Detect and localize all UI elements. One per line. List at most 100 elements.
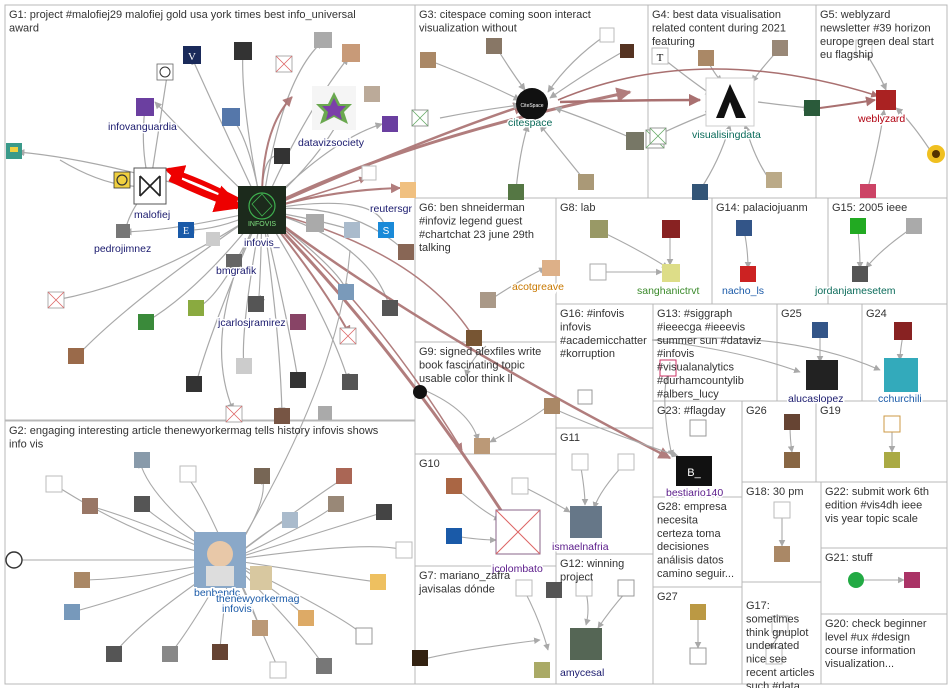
node-citespace[interactable]: CiteSpace: [411, 27, 665, 200]
group-title-g15-line-0: G15: 2005 ieee: [832, 202, 907, 214]
edge: [895, 107, 931, 151]
edge: [194, 209, 263, 385]
node-label-infovanguardia: infovanguardia: [108, 121, 177, 133]
node-label-amycesal: amycesal: [560, 667, 604, 679]
node-label-alucaslopez: alucaslopez: [788, 393, 843, 405]
edge: [549, 49, 627, 99]
svg-text:CiteSpace: CiteSpace: [520, 103, 543, 109]
group-title-g16-line-2: #academicchatter: [560, 335, 647, 347]
group-title-g13-line-3: #infovis: [657, 348, 695, 360]
group-title-layer: G1: project #malofiej29 malofiej gold us…: [9, 9, 934, 688]
edge: [164, 165, 240, 203]
group-title-g19-line-0: G19: [820, 405, 841, 417]
group-title-g22-line-0: G22: submit work 6th: [825, 486, 929, 498]
group-title-g20-line-2: course information: [825, 645, 916, 657]
group-title-g9-line-1: book fascinating topic: [419, 359, 525, 371]
group-title-g16-line-0: G16: #infovis: [560, 308, 625, 320]
node-infovis-hub[interactable]: INFOVIS: [238, 186, 286, 234]
group-title-g13-line-4: #visualanalytics: [657, 362, 735, 374]
group-title-g22-line-2: vis year topic scale: [825, 513, 918, 525]
node-label-bestiario140: bestiario140: [666, 487, 723, 499]
group-box-g7: [414, 565, 557, 685]
group-title-g5-line-2: europe green deal start: [820, 36, 934, 48]
edge: [865, 227, 913, 269]
group-title-g7-line-0: G7: mariano_zafra: [419, 570, 511, 582]
group-frames: [4, 4, 948, 685]
group-title-g28-line-1: necesita: [657, 514, 699, 526]
group-title-g28-line-3: decisiones: [657, 541, 709, 553]
node-lower-right[interactable]: B_: [676, 414, 920, 665]
group-title-g12-line-0: G12: winning: [560, 558, 624, 570]
node-label-benbendc: benbendc: [194, 587, 240, 599]
node-label-layer: infovanguardia malofiej pedrojimnez data…: [93, 112, 924, 681]
group-title-g13-line-5: #durhamcountylib: [657, 375, 744, 387]
group-title-g9-line-2: usable color think ll: [419, 373, 513, 385]
group-title-g4-line-1: related content during 2021: [652, 22, 786, 34]
group-title-g3-line-0: G3: citespace coming soon interact: [419, 9, 591, 21]
edge: [261, 202, 389, 231]
group-title-g3-line-1: visualization without: [419, 22, 517, 34]
node-mid-lower[interactable]: [412, 330, 635, 678]
edge: [220, 209, 263, 411]
group-title-g17-line-2: think gnuplot: [746, 627, 808, 639]
edge: [261, 209, 392, 309]
group-title-g6-line-1: #infoviz legend guest: [419, 215, 522, 227]
edge: [55, 209, 263, 303]
edge: [261, 102, 527, 212]
edge: [757, 101, 811, 111]
node-icon-misc-g1[interactable]: V E: [6, 32, 416, 424]
node-label-jordanjamesetem: jordanjamesetem: [814, 285, 896, 297]
node-benbendc[interactable]: [194, 532, 246, 588]
node-mid-right[interactable]: [577, 322, 918, 405]
node-icon-misc-g2[interactable]: [5, 452, 413, 679]
group-title-g1-line-0: G1: project #malofiej29 malofiej gold us…: [9, 9, 356, 21]
edge: [554, 106, 637, 141]
group-title-g17-line-4: nice see: [746, 654, 787, 666]
edge: [229, 545, 405, 561]
group-title-g22-line-1: edition #vis4dh ieee: [825, 499, 922, 511]
group-title-g26-line-0: G26: [746, 405, 767, 417]
group-title-g27-line-0: G27: [657, 591, 678, 603]
svg-text:E: E: [183, 226, 189, 237]
svg-text:T: T: [657, 52, 664, 64]
node-label-visualisingdata: visualisingdata: [692, 129, 761, 141]
node-label-jcolombato: jcolombato: [491, 563, 543, 575]
edge: [489, 405, 549, 443]
edge: [651, 339, 801, 374]
edge: [521, 485, 571, 513]
edge: [261, 209, 475, 339]
node-label-reutersgr: reutersgr: [370, 203, 413, 215]
node-label-nacho-ls: nacho_ls: [722, 285, 764, 297]
node-thenewyorkermag[interactable]: [250, 566, 272, 590]
edge: [261, 209, 286, 415]
group-title-g2-line-0: G2: engaging interesting article thenewy…: [9, 425, 379, 437]
edge: [419, 637, 541, 661]
node-mid-upper[interactable]: [480, 218, 922, 308]
group-box-g20: [820, 613, 948, 685]
edge: [547, 34, 607, 93]
node-label-infovis-underscore: infovis_: [244, 237, 280, 249]
node-label-thenewyorkermag: thenewyorkermag: [216, 593, 300, 605]
svg-text:S: S: [383, 226, 390, 237]
node-label-pedrojimnez: pedrojimnez: [94, 243, 151, 255]
group-title-g13-line-2: summer sun #dataviz: [657, 335, 762, 347]
node-datavizsociety[interactable]: [312, 86, 356, 130]
group-title-g23-line-0: G23: #flagday: [657, 405, 726, 417]
group-title-g10-line-0: G10: [419, 458, 440, 470]
node-weblyzard[interactable]: [855, 39, 945, 198]
node-label-weblyzard: weblyzard: [857, 113, 905, 125]
node-visualisingdata[interactable]: T: [649, 40, 820, 200]
node-label-sanghanictrvt: sanghanictrvt: [637, 285, 700, 297]
node-label-acotgreave: acotgreave: [512, 281, 564, 293]
edge: [427, 59, 521, 101]
group-title-g28-line-4: análisis datos: [657, 555, 724, 567]
group-title-g6-line-2: #chartchat 23 june 29th: [419, 229, 534, 241]
group-title-g28-line-5: camino seguir...: [657, 568, 734, 580]
group-title-g16-line-1: infovis: [560, 321, 592, 333]
edge: [423, 389, 480, 441]
group-title-g24-line-0: G24: [866, 308, 887, 320]
node-label-infovis: infovis: [222, 603, 252, 615]
edge: [664, 371, 674, 457]
node-malofiej[interactable]: [133, 167, 167, 205]
